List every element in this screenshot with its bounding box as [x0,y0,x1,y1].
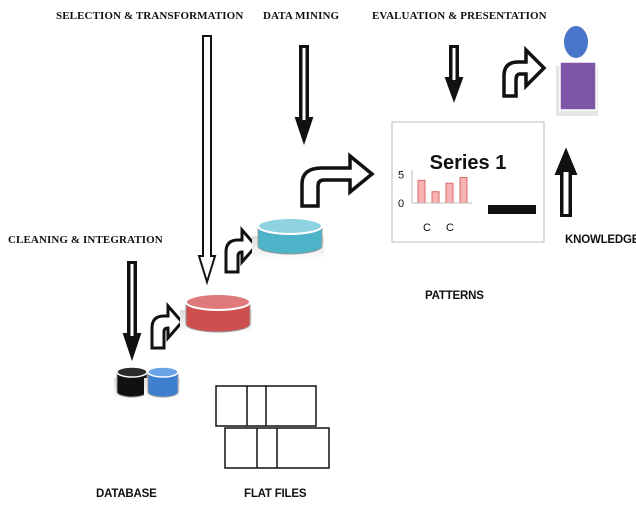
chart-x-tick-2: С [446,222,454,234]
chart-y-tick-1: 5 [398,170,404,182]
chart-bar-2 [445,182,454,204]
down-arrow-cleaning [122,261,142,362]
bent-arrow-to-teal-cylinder [224,226,258,274]
database-black-cylinder [114,366,150,400]
label-evaluation-presentation: EVALUATION & PRESENTATION [372,10,547,22]
legend-swatch [488,205,536,214]
database-blue-cylinder [144,366,180,400]
target-data-red-cylinder [180,293,252,334]
flat-file-bottom [224,427,330,469]
label-flat-files: FLAT FILES [244,488,307,500]
person-knowledge-icon [556,24,598,116]
down-arrow-selection [197,35,217,286]
chart-title: Series 1 [430,152,507,174]
patterns-chart-box: Series 1 0 5 С С [391,121,545,243]
label-cleaning-integration: CLEANING & INTEGRATION [8,234,163,246]
chart-x-tick-1: С [423,222,431,234]
up-arrow-knowledge [554,147,578,217]
preprocessed-teal-cylinder [252,217,324,260]
label-database: DATABASE [96,488,157,500]
label-selection-transformation: SELECTION & TRANSFORMATION [56,10,244,22]
down-arrow-evaluation [444,45,464,103]
flat-file-top [215,385,317,427]
bent-arrow-to-red-cylinder [150,302,184,350]
down-arrow-data-mining [294,45,314,146]
chart-bar-3 [459,177,468,204]
label-data-mining: DATA MINING [263,10,340,22]
chart-bar-1 [431,191,440,204]
chart-bar-0 [417,179,426,204]
bent-arrow-to-knowledge [502,45,547,98]
label-patterns: PATTERNS [425,290,484,302]
label-knowledge: KNOWLEDGE [565,234,636,246]
bent-arrow-to-patterns [300,152,375,208]
chart-y-tick-0: 0 [398,198,404,210]
